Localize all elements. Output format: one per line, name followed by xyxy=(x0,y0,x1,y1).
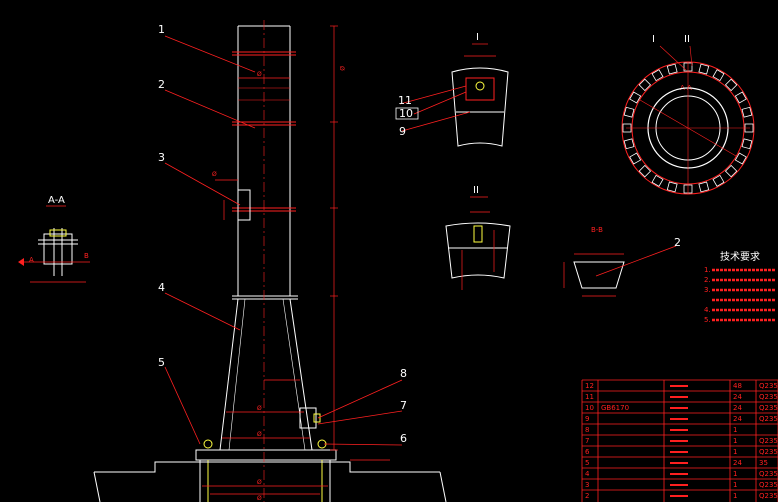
svg-text:Ø: Ø xyxy=(338,66,345,71)
parts-cell-mat: Q235 xyxy=(759,492,778,500)
callout-5: 5 xyxy=(158,356,165,369)
detail-i-view: I 11 10 9 xyxy=(395,32,509,147)
ring-bolt-hole xyxy=(741,138,753,150)
detail-ii-title: II xyxy=(473,185,479,196)
parts-cell-qty: 1 xyxy=(733,426,737,434)
tech-req-item: 4. xyxy=(704,306,711,314)
parts-cell-mat: Q235 xyxy=(759,448,778,456)
callout-9: 9 xyxy=(399,125,406,138)
ring-bolt-hole xyxy=(666,63,678,75)
callout-10: 10 xyxy=(399,107,413,120)
ring-bolt-hole xyxy=(734,91,747,104)
ring-bolt-hole xyxy=(638,164,652,178)
ring-flange-view: I II A-A xyxy=(621,34,755,195)
svg-text:Ø: Ø xyxy=(257,495,262,502)
tech-req-item: 2. xyxy=(704,276,711,284)
parts-cell-no: 7 xyxy=(585,437,589,445)
dimension-texts: Ø Ø Ø Ø Ø Ø Ø xyxy=(212,66,345,502)
tech-req-item: 3. xyxy=(704,286,711,294)
parts-cell-mat: Q235 xyxy=(759,393,778,401)
ring-label-ii: II xyxy=(684,34,690,45)
callout-11: 11 xyxy=(398,94,412,107)
callout-6: 6 xyxy=(400,432,407,445)
technical-requirements: 技术要求 1. 2. 3. 4. 5. xyxy=(704,250,776,324)
ring-bolt-hole xyxy=(629,152,642,165)
svg-text:Ø: Ø xyxy=(257,431,262,438)
ring-bolt-hole xyxy=(698,63,710,75)
callout-2: 2 xyxy=(158,78,165,91)
callout-3: 3 xyxy=(158,151,165,164)
ring-bolt-hole xyxy=(698,181,710,193)
svg-text:Ø: Ø xyxy=(257,479,262,486)
parts-cell-no: 3 xyxy=(585,481,589,489)
tech-req-item: 5. xyxy=(704,316,711,324)
parts-cell-no: 8 xyxy=(585,426,589,434)
callout-2b: 2 xyxy=(674,236,681,249)
section-aa-view: A-A A B xyxy=(18,195,90,283)
ring-bolt-hole xyxy=(638,78,652,92)
tech-req-title: 技术要求 xyxy=(720,250,760,263)
dimension-lines xyxy=(202,25,390,495)
parts-cell-no: 9 xyxy=(585,415,589,423)
parts-cell-qty: 48 xyxy=(733,382,742,390)
ring-bolt-hole xyxy=(623,138,635,150)
parts-cell-mat: Q235 xyxy=(759,382,778,390)
parts-cell-code: GB6170 xyxy=(601,404,629,412)
parts-cell-qty: 1 xyxy=(733,470,737,478)
marker-b: B xyxy=(84,252,89,260)
parts-cell-qty: 1 xyxy=(733,448,737,456)
parts-cell-qty: 24 xyxy=(733,415,742,423)
parts-cell-mat: Q235 xyxy=(759,404,778,412)
parts-cell-qty: 24 xyxy=(733,393,742,401)
parts-cell-no: 6 xyxy=(585,448,590,456)
ring-bolt-hole xyxy=(741,106,753,118)
parts-cell-no: 12 xyxy=(585,382,594,390)
parts-cell-mat: Q235 xyxy=(759,481,778,489)
callout-leaders xyxy=(164,35,403,446)
parts-cell-mat: 35 xyxy=(759,459,768,467)
ring-bolt-hole xyxy=(724,78,738,92)
callout-8: 8 xyxy=(400,367,407,380)
parts-cell-no: 11 xyxy=(585,393,594,401)
parts-cell-no: 2 xyxy=(585,492,589,500)
parts-cell-no: 10 xyxy=(585,404,594,412)
parts-cell-qty: 24 xyxy=(733,459,742,467)
parts-cell-mat: Q235 xyxy=(759,437,778,445)
callout-labels: 1 2 3 4 5 8 7 6 xyxy=(158,23,407,445)
ring-bolt-hole xyxy=(712,174,725,187)
ring-bolt-hole xyxy=(651,174,664,187)
parts-cell-qty: 1 xyxy=(733,481,737,489)
detail-ii-view: II xyxy=(445,185,511,290)
parts-cell-no: 5 xyxy=(585,459,589,467)
ring-bolt-hole xyxy=(623,106,635,118)
parts-cell-qty: 1 xyxy=(733,492,737,500)
ring-bolt-hole xyxy=(724,164,738,178)
section-aa-title: A-A xyxy=(48,195,65,206)
ring-bolt-hole xyxy=(734,152,747,165)
callout-1: 1 xyxy=(158,23,165,36)
chimney-elevation xyxy=(93,20,447,502)
section-bb-view: B-B 2 xyxy=(563,226,681,297)
section-bb-title: B-B xyxy=(591,226,603,234)
ring-bolt-hole xyxy=(629,91,642,104)
marker-a: A xyxy=(29,256,34,264)
tech-req-item: 1. xyxy=(704,266,711,274)
parts-cell-mat: Q235 xyxy=(759,415,778,423)
parts-cell-no: 4 xyxy=(585,470,590,478)
svg-text:Ø: Ø xyxy=(257,71,262,78)
callout-4: 4 xyxy=(158,281,165,294)
parts-cell-qty: 24 xyxy=(733,404,742,412)
svg-text:Ø: Ø xyxy=(257,405,262,412)
ring-bolt-hole xyxy=(651,69,664,82)
callout-7: 7 xyxy=(400,399,407,412)
parts-cell-qty: 1 xyxy=(733,437,737,445)
ring-bolt-hole xyxy=(712,69,725,82)
svg-text:Ø: Ø xyxy=(212,171,217,178)
detail-i-title: I xyxy=(476,32,479,43)
ring-label-i: I xyxy=(652,34,655,45)
ring-bolt-hole xyxy=(666,181,678,193)
parts-cell-mat: Q235 xyxy=(759,470,778,478)
